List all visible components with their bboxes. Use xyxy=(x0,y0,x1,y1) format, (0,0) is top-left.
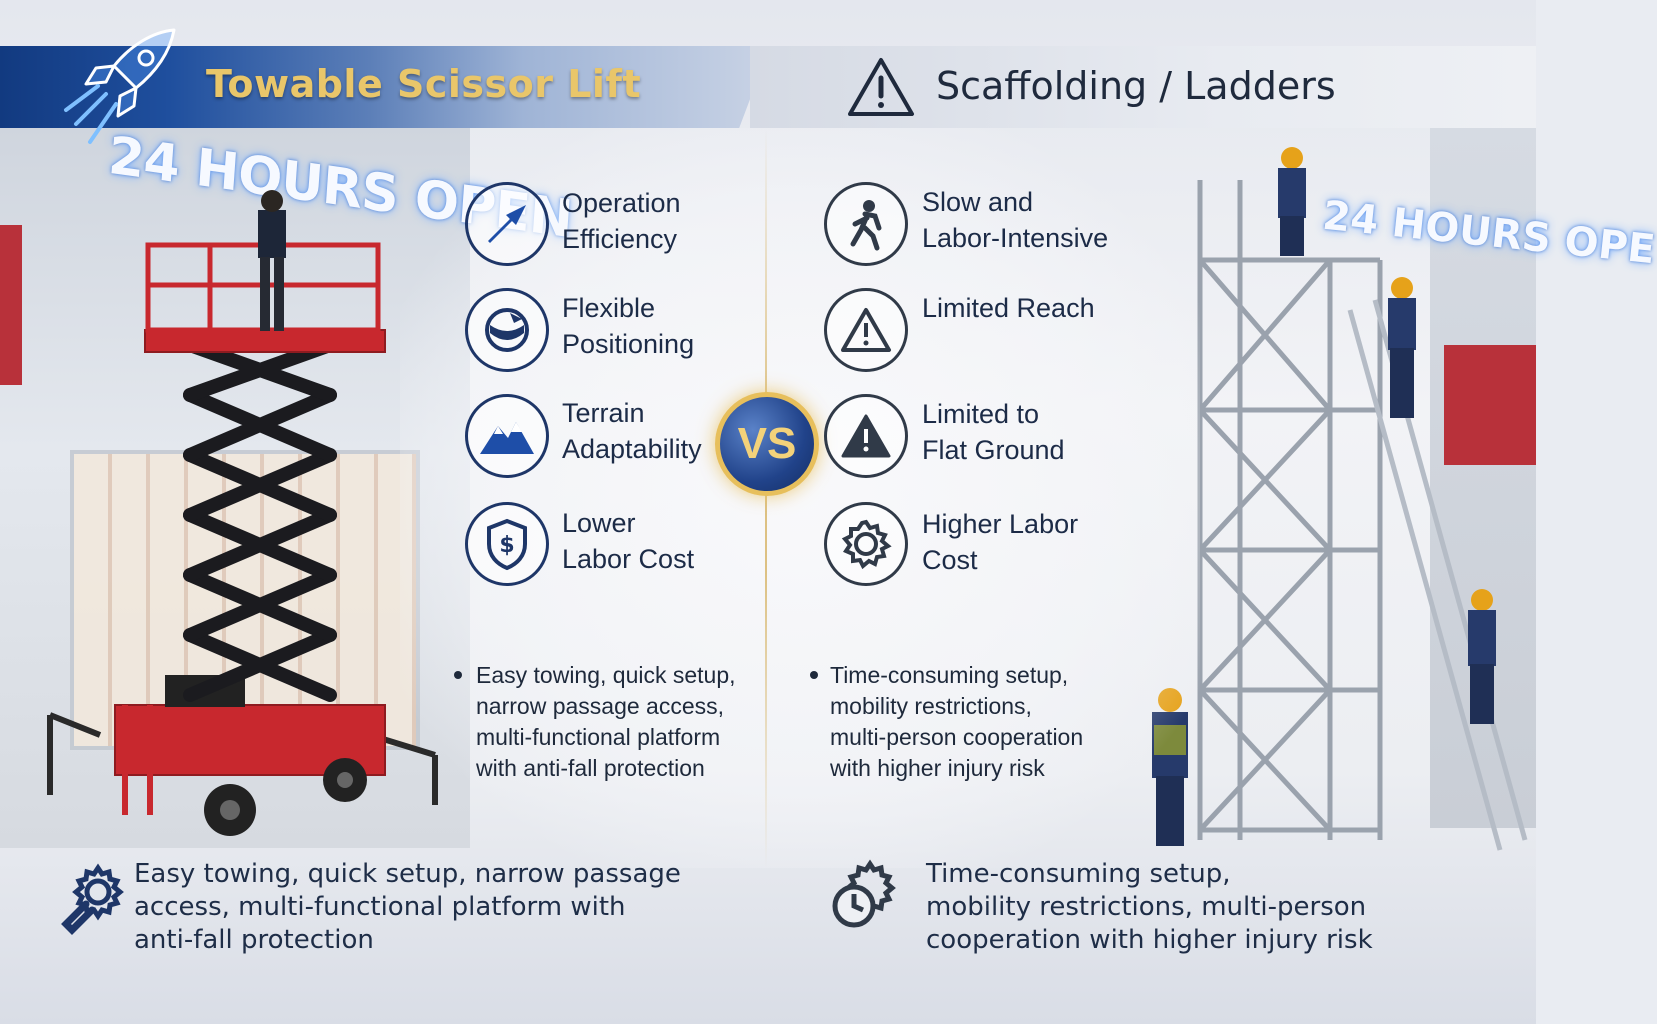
right-bullet-dot xyxy=(810,671,818,679)
warning-solid-icon xyxy=(824,394,908,478)
gear-clock-icon xyxy=(832,859,896,928)
walking-person-icon xyxy=(824,182,908,266)
left-feature-2: Flexible Positioning xyxy=(562,293,695,359)
mountain-icon xyxy=(465,394,549,478)
warning-header-icon xyxy=(848,58,914,116)
left-feature-4: Lower Labor Cost xyxy=(562,508,695,574)
right-feature-3: Limited to Flat Ground xyxy=(922,399,1065,465)
center-divider xyxy=(765,128,767,868)
scissor-lift-illustration xyxy=(47,190,438,836)
arrow-up-right-icon xyxy=(465,182,549,266)
red-sign-left xyxy=(0,225,22,385)
rocket-icon xyxy=(64,28,176,144)
right-feature-1: Slow and Labor-Intensive xyxy=(922,187,1109,253)
scaffolding-illustration xyxy=(1152,147,1528,851)
positioning-icon xyxy=(465,288,549,372)
shield-dollar-icon: $ xyxy=(465,502,549,586)
right-bullet: Time-consuming setup, mobility restricti… xyxy=(830,662,1084,781)
left-title: Towable Scissor Lift xyxy=(206,62,642,106)
left-bullet: Easy towing, quick setup, narrow passage… xyxy=(476,662,736,781)
header-left-banner xyxy=(0,46,770,128)
bottom-left-text: Easy towing, quick setup, narrow passage… xyxy=(134,859,681,955)
right-feature-2: Limited Reach xyxy=(922,293,1095,323)
vs-badge: VS xyxy=(715,392,819,496)
red-sign-right xyxy=(1444,345,1536,465)
gear-icon xyxy=(824,502,908,586)
gear-wrench-icon xyxy=(61,863,124,935)
left-feature-3: Terrain Adaptability xyxy=(562,398,702,464)
bottom-right-text: Time-consuming setup, mobility restricti… xyxy=(926,859,1373,955)
warning-icon xyxy=(824,288,908,372)
left-bullet-dot xyxy=(454,671,462,679)
left-feature-1: Operation Efficiency xyxy=(562,188,681,254)
svg-text:$: $ xyxy=(499,533,514,558)
right-feature-4: Higher Labor Cost xyxy=(922,509,1079,575)
right-title: Scaffolding / Ladders xyxy=(936,64,1336,108)
